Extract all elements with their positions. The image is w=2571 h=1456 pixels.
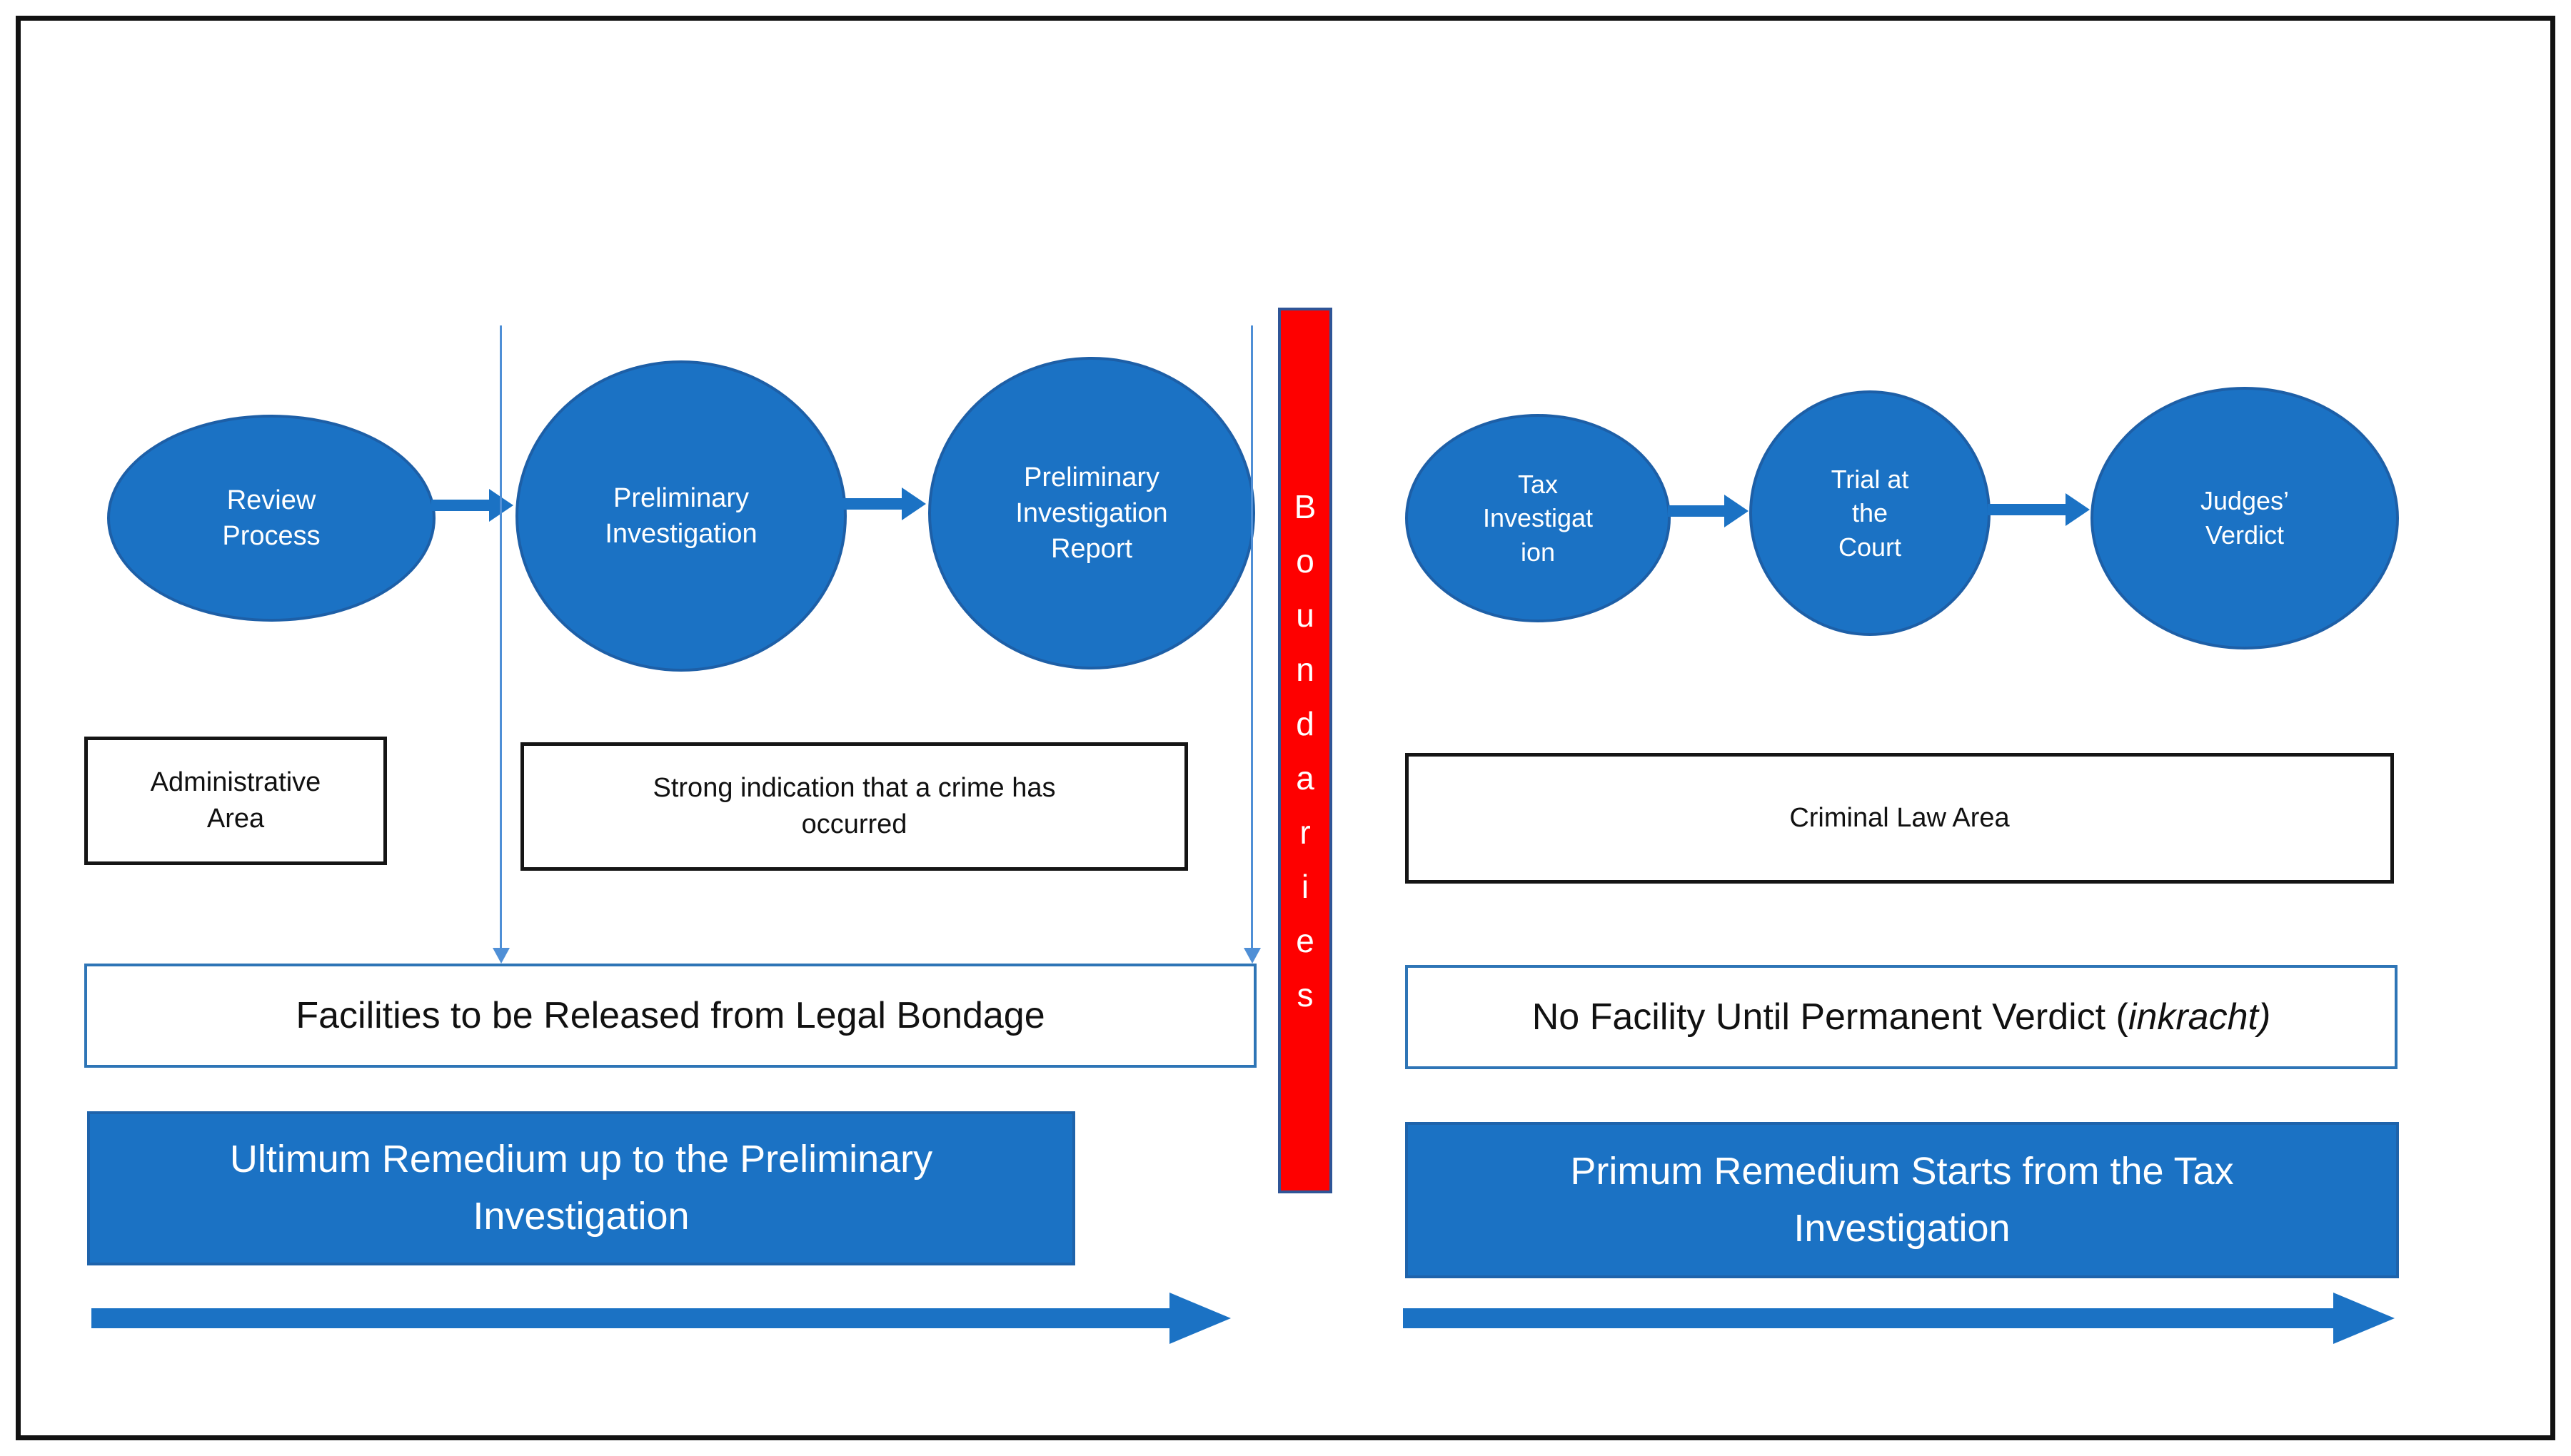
label-line: Area <box>206 804 265 834</box>
criminal-law-area-box: Criminal Law Area <box>1405 753 2394 884</box>
label-line: Investigat <box>1482 503 1594 533</box>
boundaries-letter: u <box>1296 596 1314 634</box>
label-italic-inkracht: inkracht) <box>2128 996 2271 1038</box>
boundaries-letter: n <box>1296 650 1314 688</box>
label-line: No Facility Until Permanent Verdict ( in… <box>1532 996 2271 1038</box>
label-line: Investigation <box>1015 497 1168 528</box>
guide-line-down-arrow-icon <box>1251 325 1253 948</box>
boundaries-letter: s <box>1297 976 1314 1013</box>
label-line: Tax <box>1517 469 1559 499</box>
ellipse-label: Preliminary Investigation Report <box>1015 460 1167 567</box>
ultimum-remedium-box: Ultimum Remedium up to the Preliminary I… <box>87 1111 1075 1265</box>
ellipse-preliminary-investigation: Preliminary Investigation <box>515 360 847 672</box>
ellipse-label: Trial at the Court <box>1831 462 1909 565</box>
label-line: Administrative <box>150 767 321 797</box>
label-line: Report <box>1050 534 1133 565</box>
boundaries-letter: i <box>1301 867 1309 905</box>
label-line: Preliminary <box>1023 462 1160 492</box>
ellipse-judges-verdict: Judges’ Verdict <box>2090 387 2399 649</box>
boundaries-letter: r <box>1299 813 1311 851</box>
label-line: Verdict <box>2205 520 2285 550</box>
label-line: Strong indication that a crime has <box>653 772 1056 803</box>
no-facility-until-verdict-box: No Facility Until Permanent Verdict ( in… <box>1405 965 2398 1069</box>
label-line: Investigation <box>473 1195 690 1238</box>
label-line: Criminal Law Area <box>1789 802 2010 833</box>
ellipse-label: Judges’ Verdict <box>2200 484 2289 552</box>
label-line: occurred <box>801 809 907 839</box>
flow-arrow-icon <box>1668 505 1725 517</box>
ellipse-trial-at-the-court: Trial at the Court <box>1749 390 1991 636</box>
flow-arrow-icon <box>431 500 490 511</box>
boundaries-bar: B o u n d a r i e s <box>1278 308 1332 1193</box>
flow-arrow-icon <box>842 498 902 510</box>
label-line: Trial at <box>1831 464 1909 494</box>
boundaries-letter: d <box>1296 704 1314 742</box>
label-line: ion <box>1520 537 1556 567</box>
facilities-released-box: Facilities to be Released from Legal Bon… <box>84 964 1257 1068</box>
boundaries-letter: o <box>1296 542 1314 580</box>
ellipse-label: Review Process <box>222 482 320 554</box>
ellipse-label: Preliminary Investigation <box>605 480 757 552</box>
label-line: Primum Remedium Starts from the Tax <box>1570 1149 2234 1193</box>
label-line: Ultimum Remedium up to the Preliminary <box>229 1138 933 1181</box>
ellipse-review-process: Review Process <box>107 415 436 622</box>
boundaries-letter: e <box>1296 921 1314 959</box>
primum-remedium-box: Primum Remedium Starts from the Tax Inve… <box>1405 1122 2399 1278</box>
boundaries-letter: B <box>1294 487 1317 525</box>
label-line: the <box>1851 498 1888 528</box>
label-line: Court <box>1838 532 1902 562</box>
guide-line-down-arrow-icon <box>500 325 502 948</box>
strong-indication-box: Strong indication that a crime has occur… <box>520 742 1188 871</box>
ellipse-preliminary-investigation-report: Preliminary Investigation Report <box>928 357 1255 669</box>
label-regular: No Facility Until Permanent Verdict ( <box>1531 996 2128 1038</box>
label-line: Review <box>226 485 316 515</box>
label-line: Process <box>222 521 321 551</box>
label-line: Judges’ <box>2200 486 2290 516</box>
timeline-arrow-left-icon <box>91 1308 1171 1328</box>
boundaries-letter: a <box>1296 759 1314 797</box>
label-line: Investigation <box>1793 1206 2011 1250</box>
outer-border-frame <box>16 16 2555 1440</box>
administrative-area-box: Administrative Area <box>84 737 387 865</box>
ellipse-tax-investigation: Tax Investigat ion <box>1405 414 1671 622</box>
label-line: Facilities to be Released from Legal Bon… <box>296 995 1045 1036</box>
ellipse-label: Tax Investigat ion <box>1483 467 1593 570</box>
timeline-arrow-right-icon <box>1403 1308 2335 1328</box>
flow-arrow-icon <box>1988 504 2066 515</box>
label-line: Preliminary <box>613 482 750 513</box>
label-line: Investigation <box>605 519 758 549</box>
